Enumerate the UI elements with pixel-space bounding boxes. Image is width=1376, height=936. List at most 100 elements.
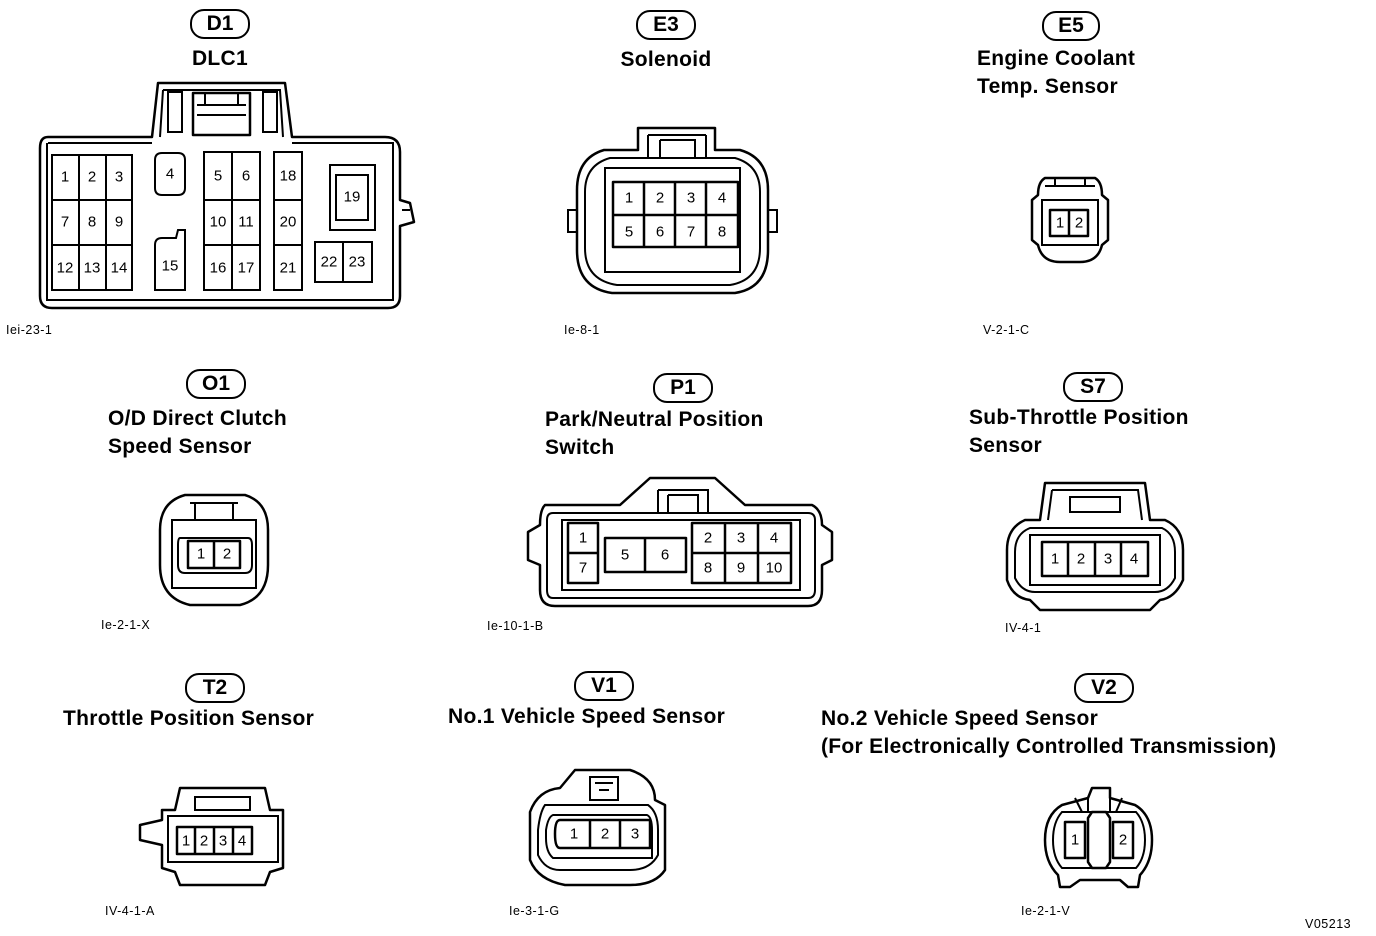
connector-name-line: Speed Sensor xyxy=(108,435,252,458)
throttle-sensor-connector-drawing: 1 2 3 4 xyxy=(138,786,285,887)
dlc1-connector-drawing: 1 2 3 4 5 6 18 7 8 9 10 11 20 19 12 13 1… xyxy=(38,81,416,310)
pin-label: 4 xyxy=(770,530,778,547)
pin-label: 1 xyxy=(579,530,587,547)
pin-label: 1 xyxy=(1071,832,1079,849)
pin-label: 9 xyxy=(737,560,745,577)
vehicle-speed-sensor-2-connector-drawing: 1 2 xyxy=(1043,786,1154,889)
pin-label: 23 xyxy=(349,254,366,271)
pin-label: 10 xyxy=(210,214,227,231)
pin-label: 2 xyxy=(656,190,664,207)
pin-label: 14 xyxy=(111,260,128,277)
sub-throttle-sensor-connector-drawing: 1 2 3 4 xyxy=(1005,481,1185,612)
pin-label: 1 xyxy=(182,833,190,850)
vehicle-speed-sensor-1-connector-drawing: 1 2 3 xyxy=(528,768,667,887)
connector-ref-code: Ie-8-1 xyxy=(564,323,600,337)
connector-ref-code: Iei-23-1 xyxy=(6,323,53,337)
connector-name-line: (For Electronically Controlled Transmiss… xyxy=(821,735,1277,758)
connector-ref-code: V-2-1-C xyxy=(983,323,1030,337)
connector-ref-code: Ie-10-1-B xyxy=(487,619,544,633)
pin-label: 4 xyxy=(1130,551,1138,568)
pin-label: 7 xyxy=(61,214,69,231)
connector-ref-code: IV-4-1 xyxy=(1005,621,1042,635)
connector-ref-code: Ie-2-1-X xyxy=(101,618,151,632)
pin-label: 8 xyxy=(704,560,712,577)
pin-label: 16 xyxy=(210,260,227,277)
connector-name-line: Sensor xyxy=(969,434,1042,457)
coolant-sensor-connector-drawing: 1 2 xyxy=(1030,176,1110,264)
pin-label: 6 xyxy=(661,547,669,564)
pin-label: 6 xyxy=(242,168,250,185)
figure-id: V05213 xyxy=(1305,917,1352,931)
pin-label: 13 xyxy=(84,260,101,277)
connector-name: DLC1 xyxy=(191,47,249,70)
pin-label: 5 xyxy=(621,547,629,564)
pin-label: 4 xyxy=(238,833,246,850)
pin-label: 3 xyxy=(1104,551,1112,568)
pin-label: 22 xyxy=(321,254,338,271)
pin-label: 5 xyxy=(214,168,222,185)
pin-label: 2 xyxy=(704,530,712,547)
pin-label: 2 xyxy=(601,826,609,843)
pin-label: 1 xyxy=(1051,551,1059,568)
pin-label: 17 xyxy=(238,260,255,277)
pin-label: 20 xyxy=(280,214,297,231)
connector-ref-code: Ie-2-1-V xyxy=(1021,904,1071,918)
od-speed-sensor-connector-drawing: 1 2 xyxy=(158,493,270,607)
connector-ref-code: Ie-3-1-G xyxy=(509,904,560,918)
pin-label: 1 xyxy=(625,190,633,207)
connector-name-line: Temp. Sensor xyxy=(977,75,1118,98)
pin-label: 9 xyxy=(115,214,123,231)
pin-label: 2 xyxy=(88,169,96,186)
pin-label: 10 xyxy=(766,560,783,577)
connector-name: No.1 Vehicle Speed Sensor xyxy=(448,705,726,728)
pin-label: 21 xyxy=(280,260,297,277)
pin-label: 11 xyxy=(238,214,254,231)
pin-label: 18 xyxy=(280,168,297,185)
pin-label: 2 xyxy=(1077,551,1085,568)
pin-label: 1 xyxy=(61,169,69,186)
pin-label: 7 xyxy=(579,560,587,577)
connector-name-line: Park/Neutral Position xyxy=(545,408,764,431)
pin-label: 12 xyxy=(57,260,74,277)
pin-label: 8 xyxy=(88,214,96,231)
connector-name: Solenoid xyxy=(620,48,712,71)
solenoid-connector-drawing: 1 2 3 4 5 6 7 8 xyxy=(567,126,778,295)
connector-name-line: Engine Coolant xyxy=(977,47,1136,70)
pin-label: 4 xyxy=(166,166,174,183)
connector-code-badge: E3 xyxy=(636,10,696,40)
connector-ref-code: IV-4-1-A xyxy=(105,904,155,918)
pin-label: 3 xyxy=(219,833,227,850)
pin-label: 1 xyxy=(197,546,205,563)
connector-code-badge: O1 xyxy=(186,369,246,399)
pin-label: 8 xyxy=(718,224,726,241)
pin-label: 3 xyxy=(737,530,745,547)
pin-label: 1 xyxy=(1056,215,1064,232)
pin-label: 3 xyxy=(687,190,695,207)
pin-label: 4 xyxy=(718,190,726,207)
pin-label: 6 xyxy=(656,224,664,241)
pin-label: 1 xyxy=(570,826,578,843)
connector-code-badge: P1 xyxy=(653,373,713,403)
connector-name-line: Sub-Throttle Position xyxy=(969,406,1189,429)
pin-label: 7 xyxy=(687,224,695,241)
connector-name-line: O/D Direct Clutch xyxy=(108,407,287,430)
pin-label: 19 xyxy=(344,189,361,206)
connector-code-badge: D1 xyxy=(190,9,250,39)
connector-code-badge: V1 xyxy=(574,671,634,701)
pin-label: 2 xyxy=(223,546,231,563)
pin-label: 2 xyxy=(200,833,208,850)
connector-name-line: No.2 Vehicle Speed Sensor xyxy=(821,707,1099,730)
connector-code-badge: S7 xyxy=(1063,372,1123,402)
pin-label: 3 xyxy=(115,169,123,186)
connector-code-badge: T2 xyxy=(185,673,245,703)
pin-label: 3 xyxy=(631,826,639,843)
connector-name-line: Switch xyxy=(545,436,615,459)
pin-label: 2 xyxy=(1075,215,1083,232)
pin-label: 2 xyxy=(1119,832,1127,849)
connector-code-badge: V2 xyxy=(1074,673,1134,703)
pin-label: 15 xyxy=(162,258,179,275)
connector-name: Throttle Position Sensor xyxy=(63,707,315,730)
park-neutral-switch-connector-drawing: 1 7 5 6 2 3 4 8 9 10 xyxy=(526,476,834,608)
connector-code-badge: E5 xyxy=(1042,11,1100,41)
